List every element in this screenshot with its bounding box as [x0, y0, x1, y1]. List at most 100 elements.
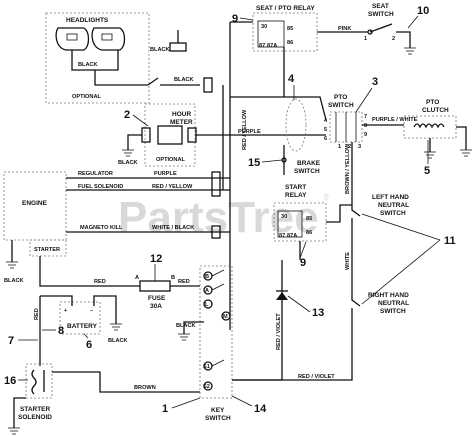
- hour-meter-black-label: BLACK: [118, 160, 138, 166]
- pto-pin-2: 2: [348, 144, 351, 150]
- key-ground-label: BLACK: [176, 323, 196, 329]
- start-relay-pin-87: 87: [279, 233, 285, 239]
- pto-pin-4: 4: [324, 118, 328, 124]
- headlight-right-icon: [91, 27, 126, 51]
- callout-1-leader: [171, 397, 201, 409]
- brown-wire: [52, 371, 200, 393]
- callout-4: 4: [288, 73, 295, 85]
- callout-9-bottom: 9: [300, 257, 306, 269]
- key-terminal-l: L: [205, 302, 209, 308]
- light-switch-icon: [147, 77, 159, 86]
- left-neutral-label-1: LEFT HAND: [372, 194, 409, 201]
- right-neutral-label-3: SWITCH: [380, 308, 406, 315]
- brake-switch-label-2: SWITCH: [294, 168, 320, 175]
- battery-negative-wire: [93, 295, 117, 324]
- key-contact-2-icon: [211, 283, 225, 291]
- headlight-ground-label: BLACK: [78, 62, 98, 68]
- pto-pin-6: 6: [324, 136, 327, 142]
- start-relay-coil-icon: [277, 210, 303, 238]
- callout-15: 15: [248, 157, 260, 169]
- pto-switch-group: PTO SWITCH 4 5 6 1 2 3 7 8 9: [324, 94, 367, 150]
- light-switch-black-label: BLACK: [174, 77, 194, 83]
- battery-group: + – BATTERY BLACK: [40, 295, 128, 344]
- solenoid-ground-wire: [13, 397, 26, 428]
- pto-clutch-group: PURPLE / WHITE PTO CLUTCH: [362, 99, 472, 159]
- start-relay-pin-85: 85: [306, 216, 312, 222]
- key-terminal-m-circle: [221, 311, 231, 321]
- harness-bundle-icon: [285, 98, 307, 152]
- pto-clutch-ground-wire: [456, 126, 467, 150]
- callout-5: 5: [424, 165, 430, 177]
- headlight-left-icon: [55, 27, 90, 51]
- red-vertical-label: RED: [34, 308, 40, 320]
- battery-label: BATTERY: [67, 323, 98, 330]
- key-switch-label-2: SWITCH: [205, 415, 231, 422]
- headlight-feed-wire: [94, 70, 148, 86]
- regulator-label: REGULATOR: [78, 171, 113, 177]
- start-relay-to-neutral-wire: [326, 204, 352, 223]
- pto-clutch-coil-icon: [413, 123, 445, 129]
- callout-13-leader: [287, 295, 311, 313]
- callout-9-top-leader: [239, 17, 254, 21]
- start-relay-pin-86: 86: [306, 230, 312, 236]
- key-terminal-b: B: [205, 274, 209, 280]
- key-contact-1-icon: [211, 269, 225, 277]
- right-neutral-label-2: NEUTRAL: [378, 300, 409, 307]
- battery-box: [59, 301, 101, 335]
- hour-meter-label-1: HOUR: [172, 111, 191, 118]
- left-neutral-switch-icon: [351, 198, 361, 217]
- watermark-registered-mark: ®: [323, 192, 330, 202]
- pto-switch-label-1: PTO: [334, 94, 347, 101]
- pink-wire-label: PINK: [338, 26, 351, 32]
- callout-10-leader: [407, 15, 419, 29]
- white-wire-label: WHITE: [345, 252, 351, 270]
- headlights-optional-box: [45, 12, 150, 104]
- pto-switch-label-2: SWITCH: [328, 102, 354, 109]
- brake-switch-group: BRAKE SWITCH: [281, 145, 321, 175]
- callout-10: 10: [417, 5, 429, 17]
- engine-ground-icon: [6, 261, 18, 269]
- battery-plus: +: [64, 308, 68, 314]
- red-yellow-engine-label: RED / YELLOW: [152, 184, 193, 190]
- key-switch-label-1: KEY: [211, 407, 225, 414]
- hour-meter-icon: [157, 125, 183, 145]
- seat-switch-ground-wire: [396, 31, 411, 48]
- seat-switch-icon: [369, 23, 393, 33]
- seat-relay-pin-85: 85: [287, 26, 293, 32]
- seat-switch-pin-2: 2: [392, 36, 395, 42]
- seat-relay-pin-86: 86: [287, 40, 293, 46]
- engine-connector-icon: [211, 171, 221, 197]
- left-neutral-label-3: SWITCH: [380, 210, 406, 217]
- key-ground-icon: [178, 333, 190, 341]
- solenoid-ground-icon: [8, 427, 20, 435]
- pto-clutch-ground-icon: [460, 149, 472, 157]
- headlights-label: HEADLIGHTS: [66, 17, 109, 24]
- callout-14: 14: [254, 403, 267, 415]
- hour-meter-group: HOUR METER OPTIONAL BLACK: [118, 103, 230, 167]
- seat-switch-contact-icon: [367, 29, 373, 35]
- callout-3-leader: [355, 87, 373, 113]
- headlight-left-bulb-icon: [66, 33, 78, 41]
- start-relay-label-1: START: [285, 184, 306, 191]
- headlight-connector-icon: [169, 42, 187, 52]
- key-terminal-s2: S2: [203, 384, 210, 390]
- seat-relay-pin-87: 87: [259, 43, 265, 49]
- callout-11: 11: [444, 235, 456, 247]
- brown-yellow-label: BROWN / YELLOW: [345, 143, 351, 194]
- engine-label: ENGINE: [22, 200, 48, 207]
- magneto-kill-label: MAGNETO KILL: [80, 225, 123, 231]
- start-relay-pin-87a: 87A: [287, 233, 297, 239]
- red-yellow-vertical-label: RED / YELLOW: [242, 109, 248, 150]
- purple-wire-label: PURPLE: [238, 129, 261, 135]
- key-switch-box: [199, 265, 233, 399]
- callout-12: 12: [150, 253, 162, 265]
- fuel-solenoid-label: FUEL SOLENOID: [78, 184, 123, 190]
- key-ground-wire: [183, 321, 204, 334]
- callout-14-leader: [231, 395, 253, 407]
- white-black-label: WHITE / BLACK: [152, 225, 194, 231]
- purple-white-label: PURPLE / WHITE: [372, 117, 418, 123]
- key-switch-group: B A L M S1 S2 BLACK KEY SWITCH: [176, 265, 233, 422]
- seat-switch-pin-1: 1: [364, 36, 367, 42]
- callout-1: 1: [162, 403, 168, 415]
